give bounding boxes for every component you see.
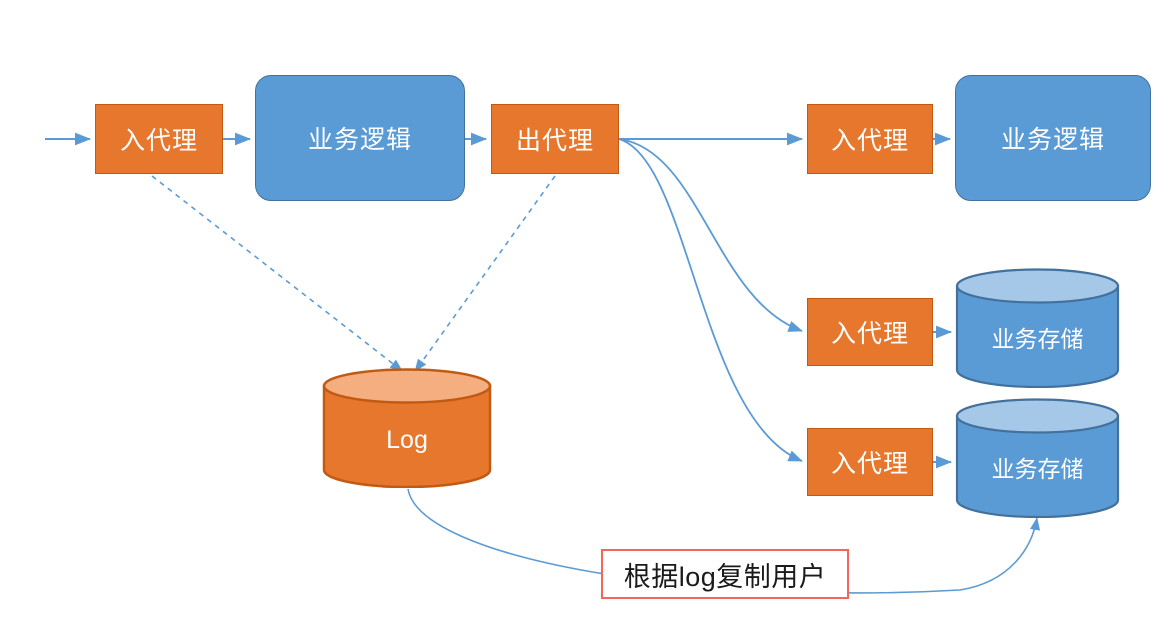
node-in-proxy-1[interactable]: 入代理 [95, 104, 223, 174]
node-label: 入代理 [830, 127, 909, 155]
node-label: 业务逻辑 [1000, 126, 1105, 154]
node-label: 业务逻辑 [307, 126, 412, 154]
cylinder-shape [955, 268, 1120, 389]
node-biz-store-2[interactable]: 业务存储 [955, 398, 1120, 519]
cylinder-shape [322, 368, 492, 489]
node-label: 出代理 [515, 127, 594, 155]
node-out-proxy-1[interactable]: 出代理 [491, 104, 619, 174]
node-in-proxy-3[interactable]: 入代理 [807, 298, 933, 366]
node-log-store[interactable]: Log [322, 368, 492, 489]
note-label: 根据log复制用户 [623, 561, 827, 592]
edge-outproxy1-inproxy3 [618, 138, 803, 332]
edge-inproxy1-log [151, 175, 403, 372]
cylinder-shape [955, 398, 1120, 519]
node-in-proxy-2[interactable]: 入代理 [807, 104, 933, 174]
node-biz-store-1[interactable]: 业务存储 [955, 268, 1120, 389]
node-label: 入代理 [830, 320, 909, 348]
node-biz-logic-2[interactable]: 业务逻辑 [955, 75, 1151, 201]
node-biz-logic-1[interactable]: 业务逻辑 [255, 75, 465, 201]
edge-outproxy1-log [414, 175, 556, 372]
node-label: 入代理 [830, 450, 909, 478]
edge-outproxy1-inproxy4 [618, 138, 803, 462]
node-in-proxy-4[interactable]: 入代理 [807, 428, 933, 496]
replicate-note[interactable]: 根据log复制用户 [601, 549, 849, 599]
node-label: 入代理 [119, 127, 198, 155]
